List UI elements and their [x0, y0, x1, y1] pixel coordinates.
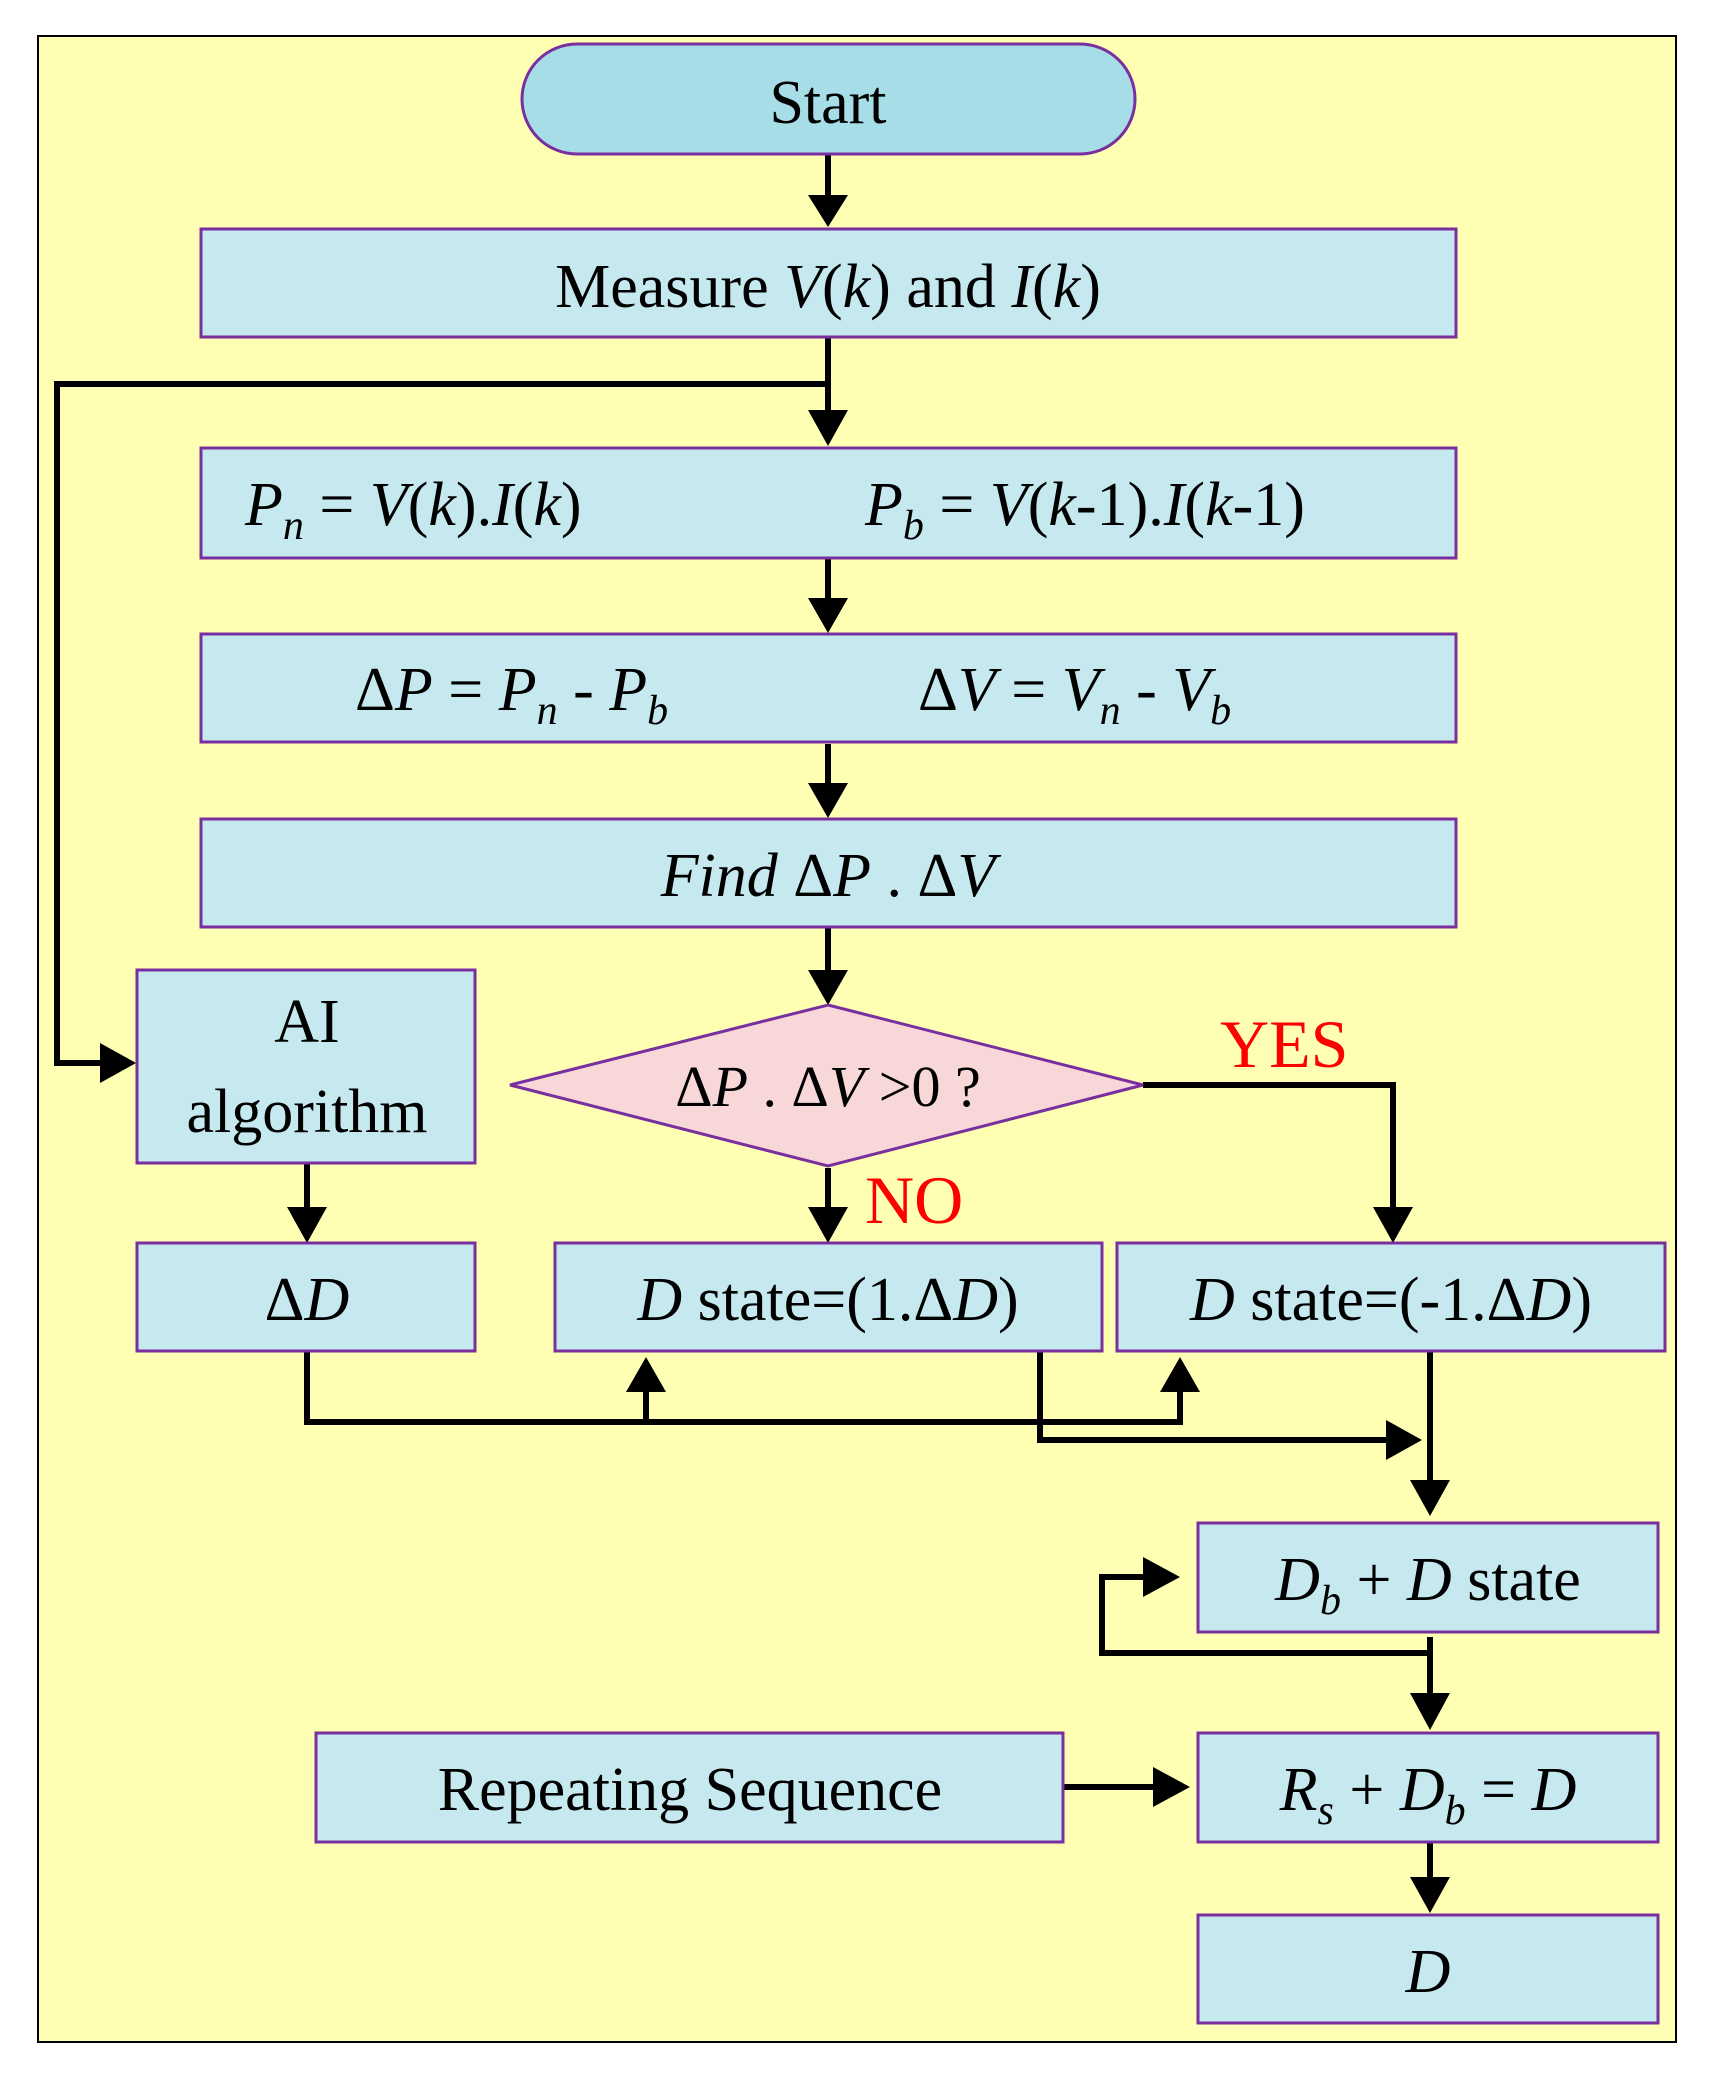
db-state-box: [1196, 1521, 1660, 1634]
output-box: [1196, 1913, 1660, 2025]
sum-box: [1196, 1731, 1660, 1844]
connector-deltad-states: [304, 1350, 1183, 1425]
find-box: [199, 817, 1458, 929]
decision-diamond: [509, 1003, 1144, 1168]
connectors: [54, 155, 1433, 1877]
find-label: Find ΔP . ΔV: [660, 842, 1002, 910]
arrowhead-repeating: [1153, 1767, 1190, 1807]
connector-decision-yes: [1143, 1082, 1396, 1207]
yes-label: YES: [1220, 1006, 1348, 1082]
arrowhead-decision: [808, 970, 848, 1005]
state-pos-box: [553, 1241, 1104, 1353]
arrowhead-ai: [100, 1043, 136, 1083]
db-state-label: Db + D state: [1274, 1546, 1581, 1624]
delta-d-label: ΔD: [265, 1266, 350, 1334]
arrowhead-merge-right: [1386, 1420, 1422, 1460]
arrowhead-sum: [1410, 1693, 1450, 1730]
arrowhead-find: [808, 783, 848, 818]
no-label: NO: [865, 1162, 963, 1238]
arrowhead-deltad: [287, 1207, 327, 1243]
connector-feedback-ai: [54, 381, 828, 1066]
arrowhead-state-pos: [808, 1207, 848, 1243]
measure-label: Measure V(k) and I(k): [555, 253, 1101, 321]
arrowheads: [100, 195, 1450, 1913]
state-pos-label: D state=(1.ΔD): [636, 1266, 1018, 1334]
power-box: [199, 446, 1458, 560]
measure-box: [199, 227, 1458, 339]
start-label: Start: [769, 69, 886, 137]
power-pn-label: Pn = V(k).I(k): [244, 471, 582, 549]
power-pb-label: Pb = V(k-1).I(k-1): [864, 471, 1305, 549]
arrowhead-measure: [808, 195, 848, 227]
ai-label-line1: AI: [274, 988, 339, 1056]
delta-box: [199, 632, 1458, 744]
start-terminal: [520, 42, 1137, 156]
delta-v-label: ΔV = Vn - Vb: [918, 656, 1231, 734]
arrowhead-output: [1410, 1877, 1450, 1913]
arrowhead-power: [808, 410, 848, 446]
arrowhead-db-loop: [1143, 1557, 1180, 1597]
state-neg-box: [1115, 1241, 1667, 1353]
ai-box: [135, 968, 477, 1165]
arrowhead-up-state-pos: [626, 1357, 666, 1392]
delta-p-label: ΔP = Pn - Pb: [355, 656, 668, 734]
output-label: D: [1405, 1938, 1451, 2006]
decision-label: ΔP . ΔV >0 ?: [675, 1054, 980, 1119]
arrowhead-delta: [808, 598, 848, 633]
state-neg-label: D state=(-1.ΔD): [1189, 1266, 1592, 1334]
arrowhead-db: [1410, 1480, 1450, 1516]
repeating-label: Repeating Sequence: [438, 1756, 942, 1824]
repeating-box: [314, 1731, 1065, 1844]
sum-label: Rs + Db = D: [1279, 1756, 1577, 1834]
arrowhead-up-state-neg: [1160, 1357, 1200, 1392]
delta-d-box: [135, 1241, 477, 1353]
connector-state-pos-merge: [1037, 1350, 1400, 1443]
arrowhead-state-neg: [1373, 1207, 1413, 1243]
ai-label-line2: algorithm: [186, 1078, 427, 1146]
